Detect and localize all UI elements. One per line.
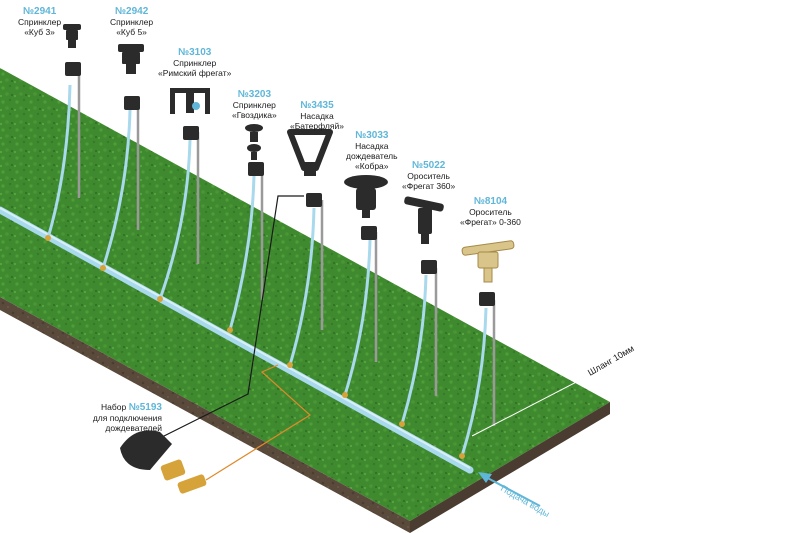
sprinkler-kub5-icon [118, 44, 144, 74]
label-roman-frigate: №3103 Спринклер «Римский фрегат» [158, 47, 232, 78]
sprinkler-kub3-icon [63, 24, 81, 48]
label-kub5: №2942 Спринклер «Куб 5» [110, 6, 154, 37]
water-supply-label: Подача воды [499, 483, 551, 519]
sprayer-frigate360-icon [404, 196, 444, 244]
stakes [77, 75, 496, 426]
connection-kit-icon [120, 430, 207, 494]
nozzle-butterfly-icon [287, 129, 333, 176]
label-frigate360: №5022 Ороситель «Фрегат 360» [402, 160, 456, 191]
main-hose [0, 206, 474, 474]
sprinkler-roman-frigate-icon [170, 88, 210, 114]
stake-fittings [65, 62, 495, 306]
label-carnation: №3203 Спринклер «Гвоздика» [232, 89, 277, 120]
kit-guide-line [159, 195, 304, 439]
label-frigate-0-360: №8104 Ороситель «Фрегат» 0-360 [460, 196, 521, 227]
label-cobra: №3033 Насадка дождеватель «Кобра» [346, 130, 398, 171]
kit-orange-guide [205, 364, 311, 481]
hose-connectors [45, 235, 465, 459]
sprinkler-carnation-icon [245, 124, 263, 160]
label-kub3: №2941 Спринклер «Куб 3» [18, 6, 62, 37]
kit-prefix: Набор [101, 402, 127, 412]
label-butterfly: №3435 Насадка «Батерфляй» [290, 100, 344, 131]
nozzle-cobra-icon [344, 175, 388, 218]
soil-right-edge [410, 402, 610, 533]
branch-hoses [46, 84, 488, 457]
label-connection-kit: Набор №5193 для подключения дождевателей [92, 402, 162, 433]
hose-pointer-line [471, 375, 589, 437]
kit-number: №5193 [128, 402, 162, 413]
water-supply-arrow [478, 472, 541, 507]
hose-label: Шланг 10мм [586, 343, 636, 377]
sprayer-frigate-0-360-icon [461, 240, 515, 283]
